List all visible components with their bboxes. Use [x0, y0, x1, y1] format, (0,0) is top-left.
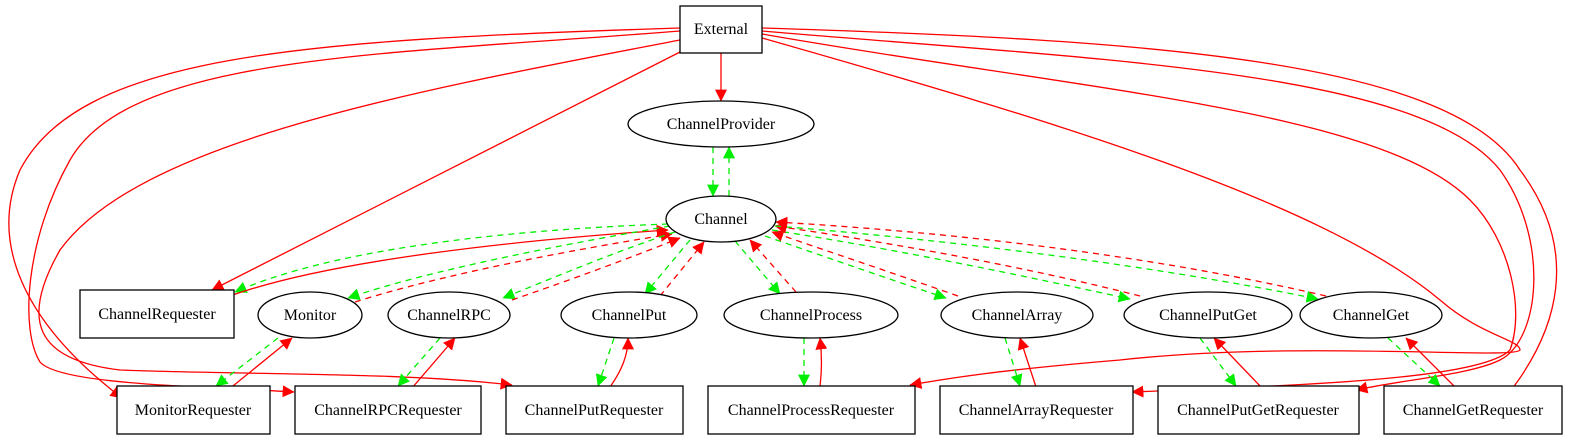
edges-layer	[8, 27, 1558, 399]
node-channel-process-requester-label: ChannelProcessRequester	[728, 402, 895, 419]
node-channel-put-get[interactable]: ChannelPutGet	[1123, 291, 1293, 339]
edge-array-requester-to-channel-array	[1017, 337, 1037, 388]
node-channel-get-label: ChannelGet	[1333, 307, 1410, 324]
edge-channel-array-to-channel	[771, 230, 959, 297]
edge-get-requester-to-channel-get	[1405, 337, 1457, 389]
edge-rpc-requester-to-channel-rpc	[411, 337, 456, 389]
node-channel-put-get-requester-label: ChannelPutGetRequester	[1177, 402, 1339, 419]
edge-channel-to-channel-process	[734, 240, 781, 295]
node-channel-array[interactable]: ChannelArray	[940, 291, 1094, 339]
edge-channel-get-to-channel	[775, 216, 1327, 297]
edge-put-requester-to-channel-put	[609, 337, 634, 388]
edge-external-to-channel-get-requester	[761, 27, 1558, 399]
node-channel-get-requester[interactable]: ChannelGetRequester	[1383, 385, 1563, 435]
node-channel-put-requester[interactable]: ChannelPutRequester	[505, 385, 684, 435]
edge-external-to-channel-process-requester	[761, 37, 1521, 389]
node-monitor-requester-label: MonitorRequester	[135, 402, 252, 419]
node-channel-rpc-requester-label: ChannelRPCRequester	[314, 402, 462, 419]
node-channel[interactable]: Channel	[665, 195, 777, 243]
edge-channel-to-channel-get	[774, 225, 1319, 303]
edge-external-to-channel-put-get-requester	[761, 30, 1535, 394]
node-channel-provider[interactable]: ChannelProvider	[627, 100, 815, 148]
node-channel-rpc[interactable]: ChannelRPC	[387, 291, 511, 339]
node-external-label: External	[694, 21, 749, 38]
edge-channel-to-channel-put-get	[771, 229, 1131, 303]
node-monitor-requester[interactable]: MonitorRequester	[116, 385, 271, 435]
edge-monitor-to-monitor-requester	[215, 337, 279, 387]
node-monitor[interactable]: Monitor	[257, 291, 363, 339]
node-channel-rpc-label: ChannelRPC	[407, 307, 491, 324]
node-channel-process[interactable]: ChannelProcess	[723, 291, 899, 339]
edge-channel-rpc-to-channel	[511, 236, 681, 301]
node-channel-requester[interactable]: ChannelRequester	[79, 289, 235, 339]
edge-channel-to-channel-put	[644, 239, 691, 295]
node-channel-put-get-label: ChannelPutGet	[1159, 307, 1257, 324]
edge-channel-put-to-put-requester	[595, 337, 615, 387]
edge-external-to-channel-put-requester	[38, 39, 681, 390]
edge-channel-put-get-to-channel	[774, 221, 1141, 297]
node-channel-get[interactable]: ChannelGet	[1299, 291, 1443, 339]
edge-channel-to-channel-rpc	[502, 231, 676, 300]
node-channel-rpc-requester[interactable]: ChannelRPCRequester	[294, 385, 482, 435]
node-channel-put-requester-label: ChannelPutRequester	[525, 402, 664, 419]
node-monitor-label: Monitor	[284, 307, 337, 324]
edge-channel-requester-to-channel	[229, 224, 669, 297]
edge-monitor-requester-to-monitor	[227, 337, 293, 391]
edge-external-to-channel-rpc-requester	[28, 30, 681, 398]
edge-channel-put-get-to-put-get-requester	[1199, 337, 1237, 387]
edge-channel-to-channel-requester	[234, 223, 669, 293]
node-channel-array-requester-label: ChannelArrayRequester	[959, 402, 1114, 419]
edge-external-to-channel-array-requester	[761, 33, 1517, 398]
node-channel-put[interactable]: ChannelPut	[560, 291, 698, 339]
edge-channel-to-monitor	[347, 225, 671, 300]
node-external[interactable]: External	[679, 5, 763, 54]
edge-process-requester-to-channel-process	[815, 337, 828, 387]
node-channel-provider-label: ChannelProvider	[667, 116, 776, 133]
nodes-layer: External ChannelProvider Channel Channel…	[79, 5, 1563, 435]
edge-external-to-monitor-requester	[8, 27, 681, 399]
node-channel-array-label: ChannelArray	[972, 307, 1063, 324]
edge-put-get-requester-to-channel-put-get	[1213, 337, 1263, 389]
node-channel-put-label: ChannelPut	[592, 307, 667, 324]
node-channel-array-requester[interactable]: ChannelArrayRequester	[939, 385, 1134, 435]
node-channel-process-label: ChannelProcess	[760, 307, 862, 324]
node-channel-get-requester-label: ChannelGetRequester	[1403, 402, 1544, 419]
node-channel-process-requester[interactable]: ChannelProcessRequester	[707, 385, 916, 435]
edge-monitor-to-channel	[354, 229, 673, 303]
edge-channel-array-to-array-requester	[1004, 337, 1023, 387]
node-channel-put-get-requester[interactable]: ChannelPutGetRequester	[1157, 385, 1360, 435]
edge-channel-get-to-get-requester	[1387, 337, 1441, 387]
node-channel-requester-label: ChannelRequester	[98, 306, 216, 323]
edge-channel-process-to-channel	[749, 239, 797, 293]
edge-external-to-channel-requester	[211, 51, 681, 291]
edge-channel-to-channel-array	[764, 235, 947, 301]
node-channel-label: Channel	[694, 211, 748, 228]
edge-channel-put-to-channel	[659, 241, 705, 297]
